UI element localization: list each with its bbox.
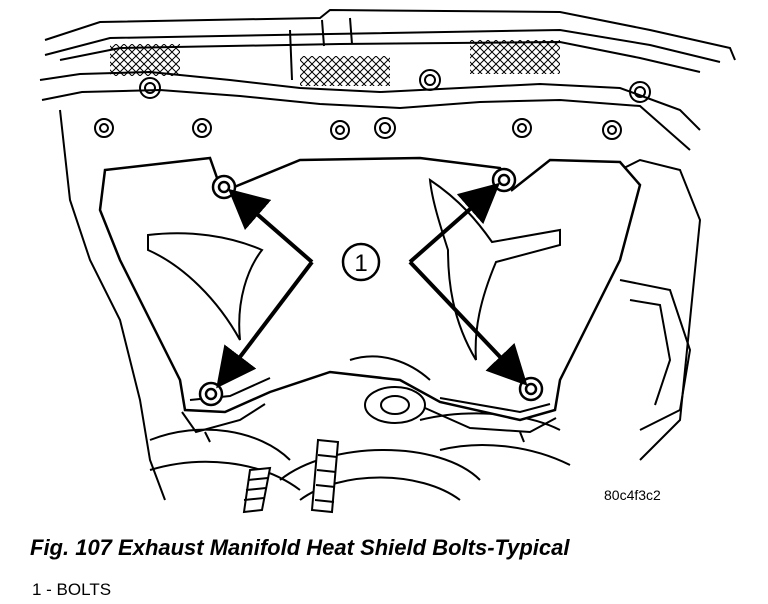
heat-shield: [98, 156, 642, 443]
hatched-surface-left: [110, 44, 180, 76]
flange-bolts: [94, 117, 622, 140]
hatched-surface-right: [470, 40, 560, 74]
heat-shield-bolt-bottom-right: [518, 376, 544, 402]
cylinder-head: [39, 8, 736, 151]
leader-arrow-top-right: [408, 182, 501, 264]
leader-arrow-bottom-right: [408, 260, 528, 386]
hatched-surface-center: [300, 56, 390, 86]
heat-shield-bolt-bottom-left: [198, 381, 224, 407]
callout-number: 1: [354, 250, 367, 277]
exhaust-manifold-illustration: 1: [39, 8, 736, 514]
leader-arrow-top-left: [227, 188, 314, 264]
heat-shield-bolt-top-right: [491, 167, 517, 193]
heat-shield-bolt-top-left: [211, 174, 237, 200]
callout-leaders: [216, 182, 528, 389]
figure-caption: Fig. 107 Exhaust Manifold Heat Shield Bo…: [30, 535, 570, 560]
legend-item-bolts: 1 - BOLTS: [32, 580, 112, 599]
engine-diagram: 1: [39, 8, 736, 514]
leader-arrow-bottom-left: [216, 260, 314, 389]
callout-1: 1: [341, 242, 381, 282]
threaded-studs: [242, 438, 340, 514]
image-code: 80c4f3c2: [604, 487, 661, 503]
